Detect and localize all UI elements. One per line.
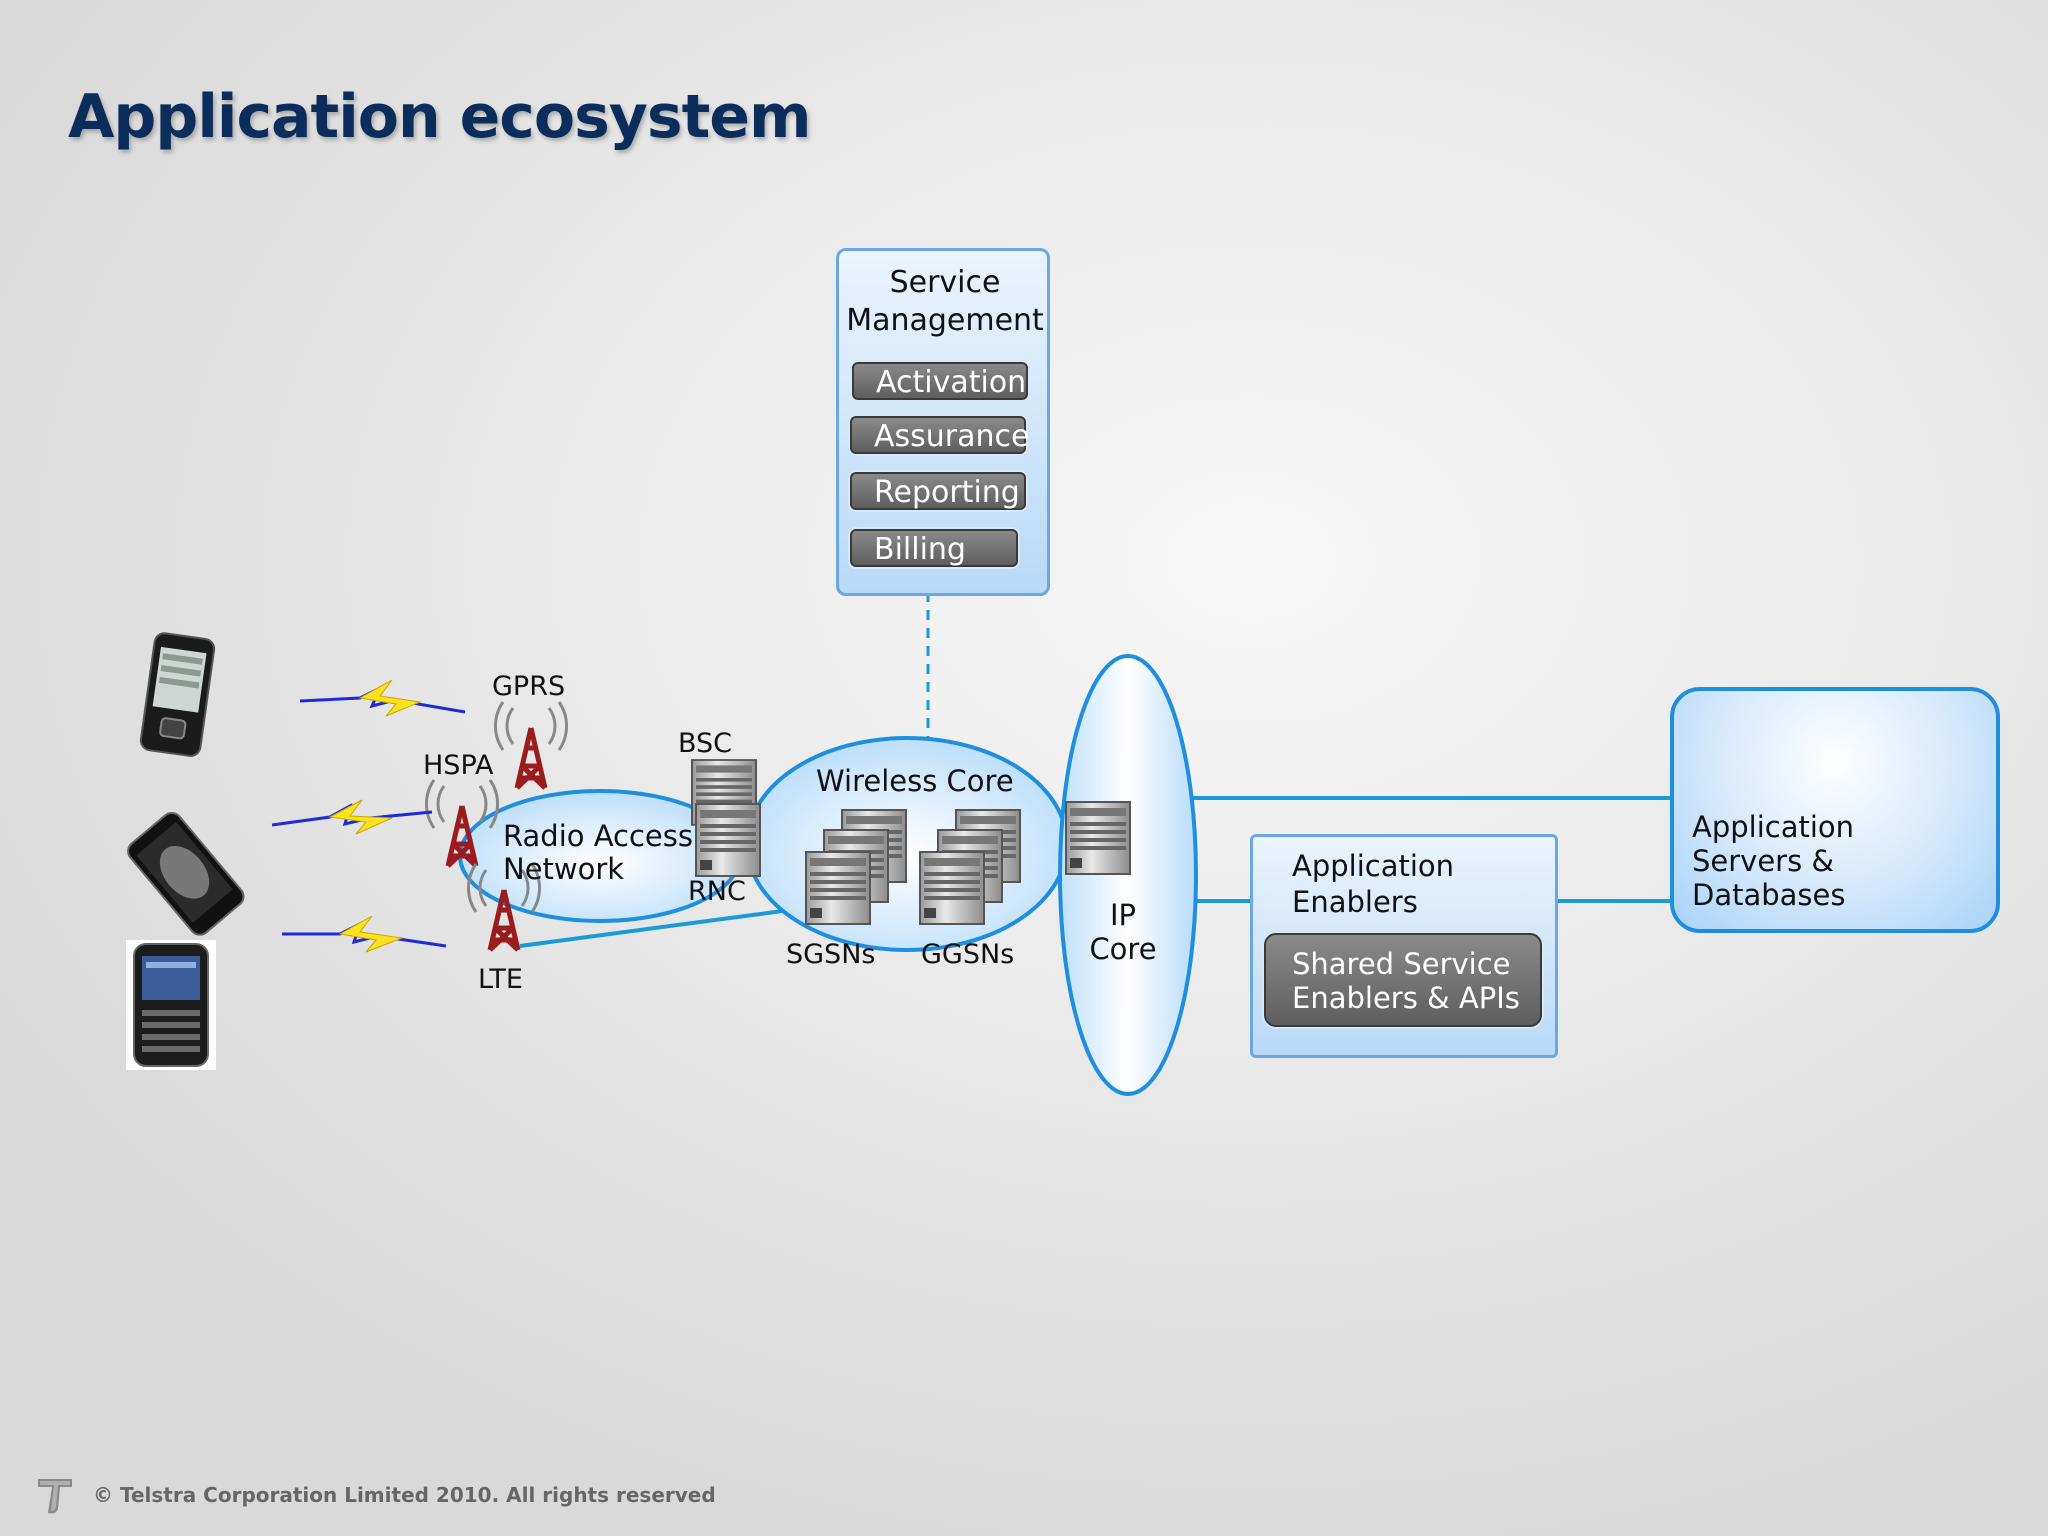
shared-service-enablers-box[interactable]: Shared Service Enablers & APIs [1264, 933, 1542, 1027]
service-management-title: Service Management [836, 264, 1054, 340]
shared-service-line2: Enablers & APIs [1292, 981, 1520, 1015]
reporting-button[interactable]: Reporting [850, 472, 1026, 510]
application-servers-panel [1670, 687, 2000, 933]
sgsns-label: SGSNs [786, 939, 876, 970]
ip-core-ellipse [1058, 654, 1198, 1096]
application-servers-label: Application Servers & Databases [1692, 810, 1854, 912]
ip-core-server-icon [1065, 801, 1131, 875]
billing-button[interactable]: Billing [850, 529, 1018, 567]
rnc-server-icon [695, 803, 761, 877]
service-management-title-line1: Service [889, 265, 1001, 300]
activation-button[interactable]: Activation [852, 362, 1028, 400]
service-management-title-line2: Management [846, 303, 1044, 338]
copyright-footer: © Telstra Corporation Limited 2010. All … [93, 1483, 716, 1507]
ip-core-line1: IP [1109, 898, 1137, 932]
shared-service-line1: Shared Service [1292, 947, 1511, 981]
app-enablers-line1: Application [1292, 849, 1455, 883]
wireless-core-label: Wireless Core [816, 764, 1014, 798]
ip-core-line2: Core [1089, 932, 1157, 966]
lightning-bolt-icon [271, 799, 433, 835]
radio-access-network-label: Radio Access Network [503, 820, 693, 886]
bsc-label: BSC [678, 728, 733, 759]
telstra-logo-icon [38, 1479, 72, 1514]
ran-label-line1: Radio Access [503, 819, 693, 853]
lightning-bolt-icon [299, 679, 466, 717]
app-servers-line1: Application [1692, 810, 1855, 844]
hspa-label: HSPA [423, 750, 494, 781]
assurance-button[interactable]: Assurance [850, 416, 1029, 454]
slider-phone-icon [139, 632, 216, 757]
blackberry-phone-icon [126, 940, 216, 1070]
rnc-label: RNC [688, 876, 746, 907]
lte-label: LTE [478, 964, 523, 995]
gprs-tower-icon [495, 702, 566, 788]
lte-core-link [519, 906, 806, 948]
application-enablers-title: Application Enablers [1292, 848, 1454, 920]
page-title: Application ecosystem [68, 82, 812, 152]
ran-label-line2: Network [503, 852, 625, 886]
app-servers-line3: Databases [1692, 878, 1846, 912]
app-servers-line2: Servers & [1692, 844, 1835, 878]
ip-core-label: IP Core [1078, 898, 1168, 966]
app-enablers-line2: Enablers [1292, 885, 1418, 919]
lightning-bolt-icon [282, 915, 447, 953]
touch-phone-icon [127, 811, 245, 936]
ggsns-label: GGSNs [921, 939, 1015, 970]
gprs-label: GPRS [492, 671, 566, 702]
